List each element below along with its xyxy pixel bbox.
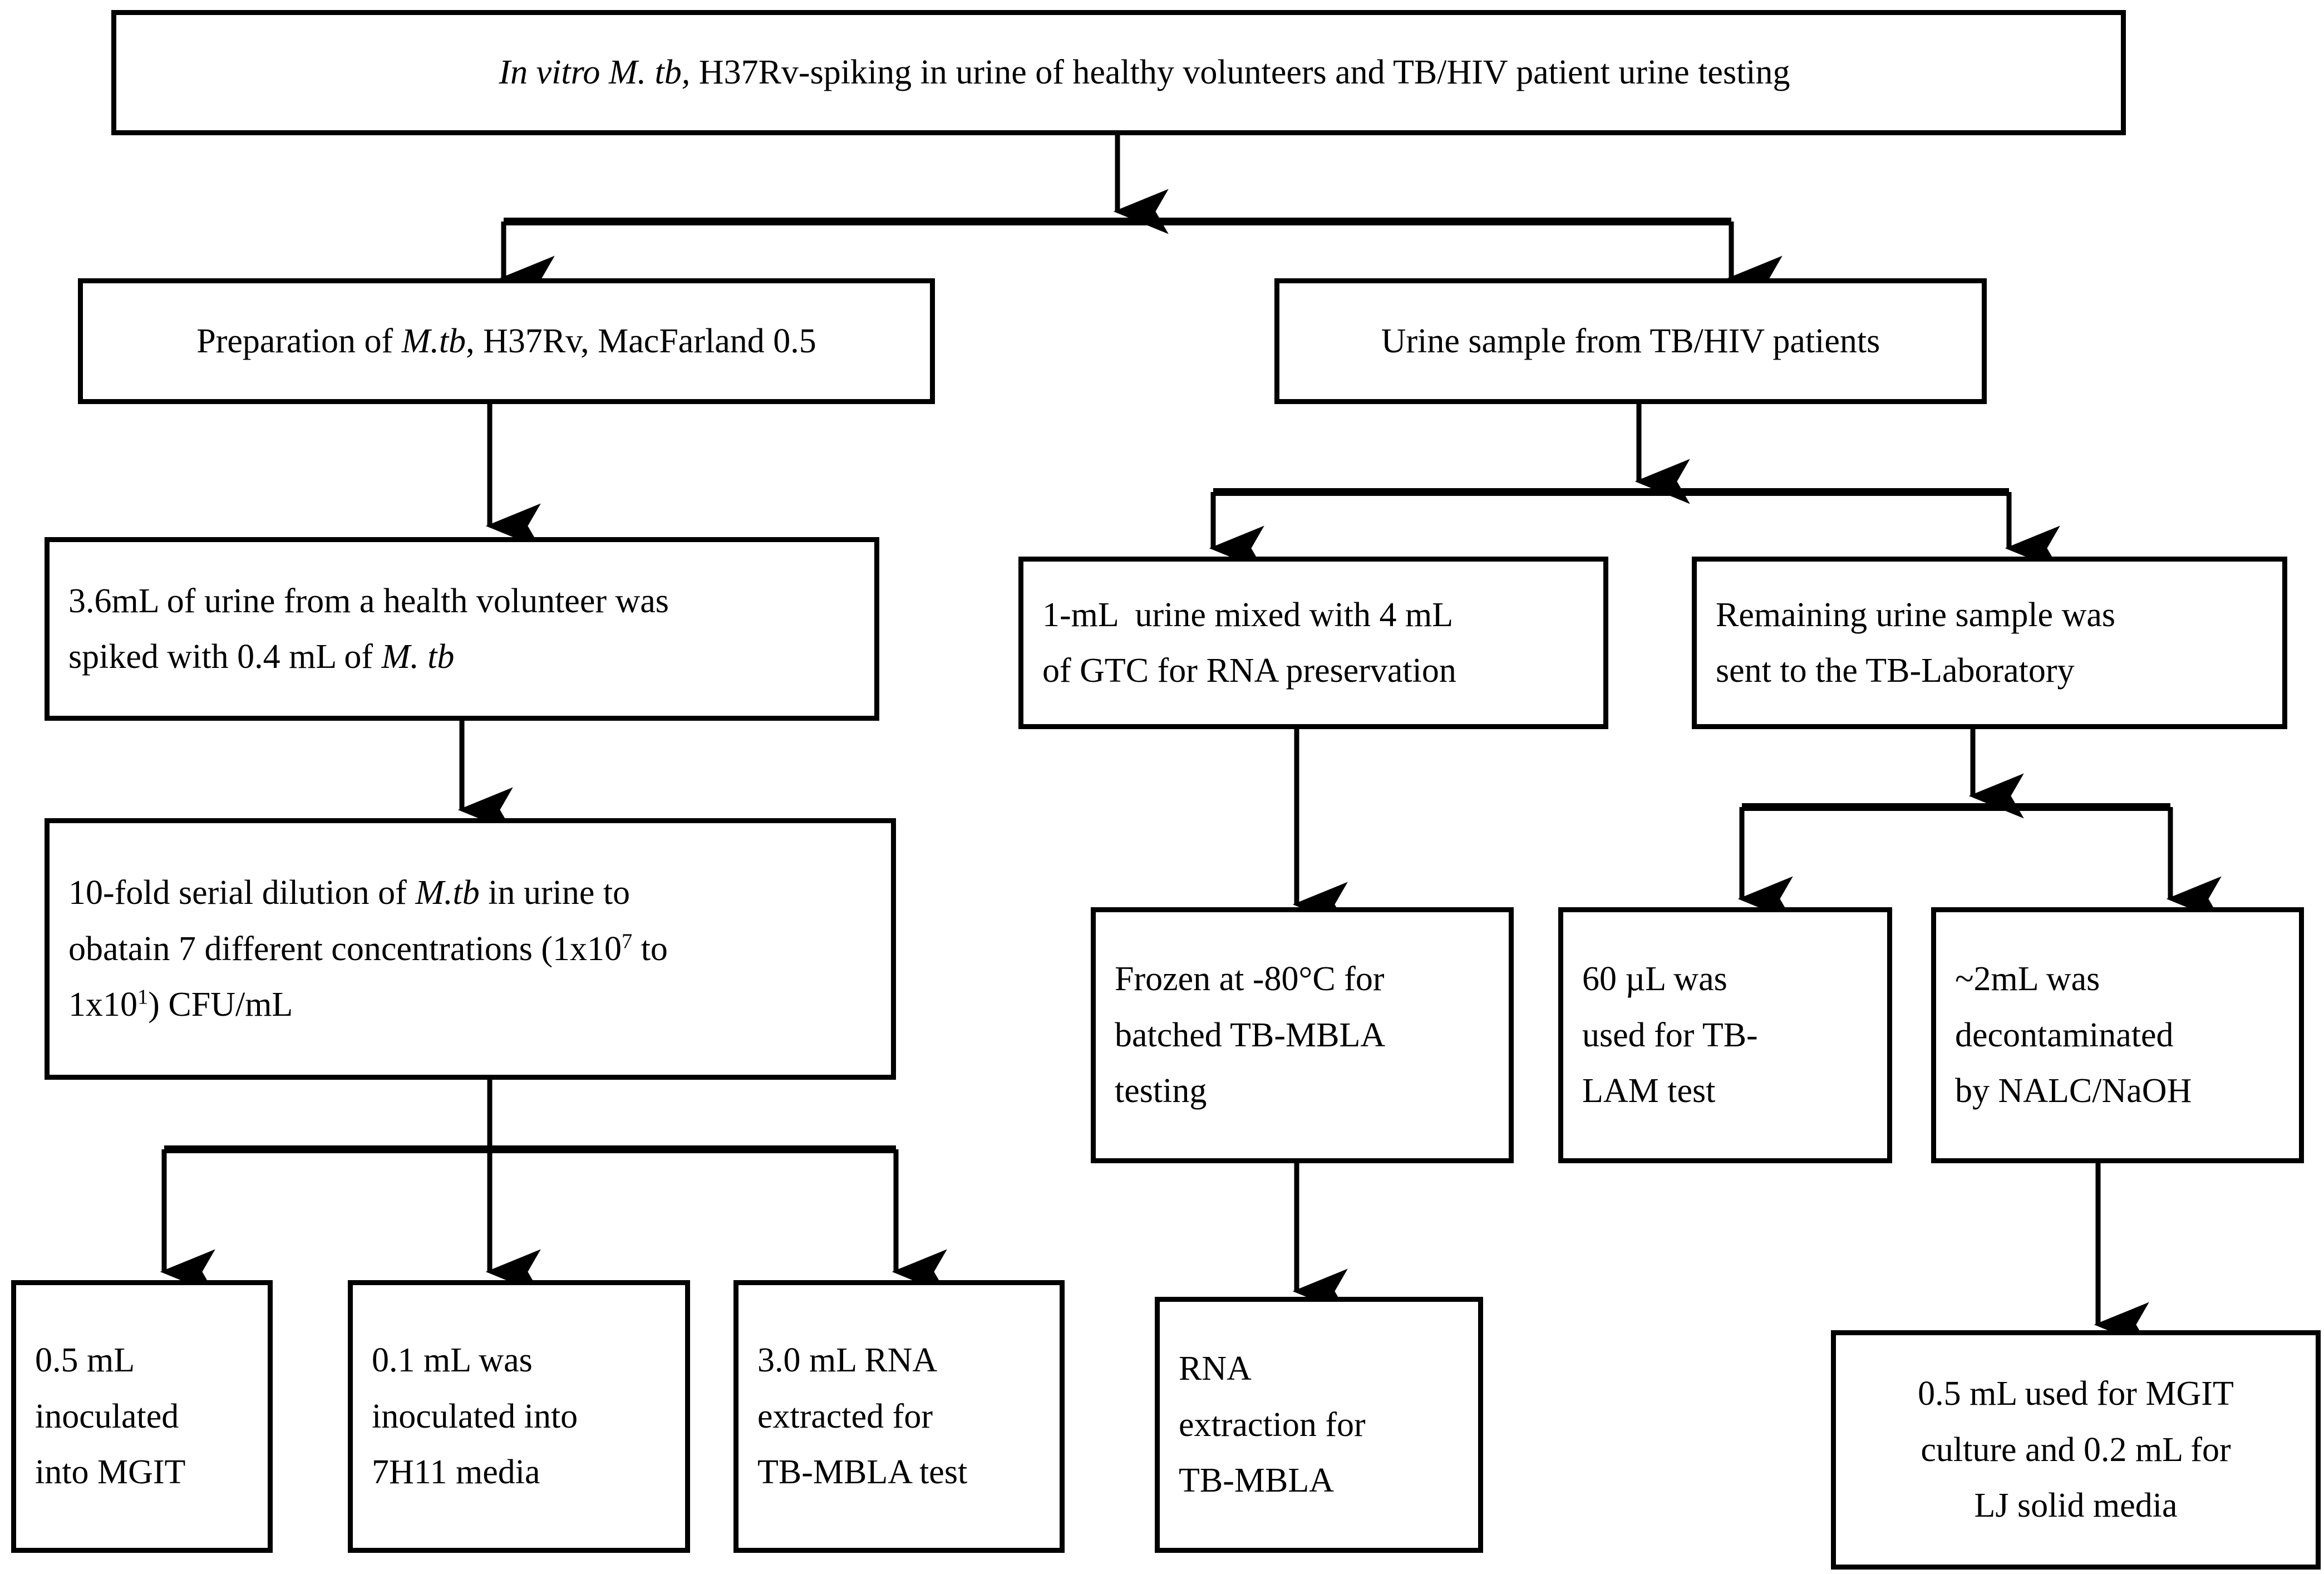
node-prep-mtb: Preparation of M.tb, H37Rv, MacFarland 0… [78,278,935,404]
node-serial-dilution-line2: obatain 7 different concentrations (1x10… [68,929,668,968]
node-remaining-urine-line1: Remaining urine sample was [1716,596,2115,634]
node-decontaminated-line3: by NALC/NaOH [1955,1072,2192,1110]
node-spiked-urine-line1: 3.6mL of urine from a health volunteer w… [68,582,669,620]
node-rna-extraction-line2: extraction for [1179,1405,1366,1444]
node-rna-30-line3: TB-MBLA test [757,1453,968,1492]
node-mgit-lj: 0.5 mL used for MGIT culture and 0.2 mL … [1831,1330,2321,1570]
node-gtc-mix-line1: 1-mL urine mixed with 4 mL [1042,596,1454,634]
node-remaining-urine: Remaining urine sample was sent to the T… [1692,557,2287,729]
node-title-text: In vitro M. tb, H37Rv-spiking in urine o… [499,53,1790,92]
node-tb-lam-line3: LAM test [1582,1072,1716,1110]
node-decontaminated-line1: ~2mL was [1955,960,2100,998]
node-mgit-lj-line2: culture and 0.2 mL for [1921,1430,2231,1469]
node-remaining-urine-line2: sent to the TB-Laboratory [1716,652,2075,690]
node-media-7h11-line2: inoculated into [372,1397,578,1435]
node-rna-extraction-line3: TB-MBLA [1179,1462,1334,1500]
node-urine-sample: Urine sample from TB/HIV patients [1274,278,1987,404]
node-tb-lam-line1: 60 µL was [1582,960,1727,998]
node-mgit-05-line3: into MGIT [35,1453,186,1492]
node-mgit-05-line1: 0.5 mL [35,1341,135,1380]
node-urine-sample-text: Urine sample from TB/HIV patients [1381,322,1880,360]
node-rna-30: 3.0 mL RNA extracted for TB-MBLA test [733,1280,1065,1553]
node-tb-lam: 60 µL was used for TB- LAM test [1558,907,1892,1163]
node-media-7h11: 0.1 mL was inoculated into 7H11 media [348,1280,690,1553]
node-mgit-lj-line1: 0.5 mL used for MGIT [1918,1375,2234,1413]
node-decontaminated-line2: decontaminated [1955,1016,2174,1054]
node-serial-dilution: 10-fold serial dilution of M.tb in urine… [45,818,896,1080]
node-serial-dilution-line1: 10-fold serial dilution of M.tb in urine… [68,874,631,912]
node-frozen-line2: batched TB-MBLA [1115,1016,1386,1054]
node-decontaminated: ~2mL was decontaminated by NALC/NaOH [1931,907,2304,1163]
node-gtc-mix-line2: of GTC for RNA preservation [1042,652,1456,690]
node-media-7h11-line3: 7H11 media [372,1453,540,1492]
node-tb-lam-line2: used for TB- [1582,1016,1758,1054]
node-mgit-05-line2: inoculated [35,1397,179,1435]
node-spiked-urine: 3.6mL of urine from a health volunteer w… [45,537,879,721]
node-mgit-lj-line3: LJ solid media [1974,1487,2178,1525]
node-gtc-mix: 1-mL urine mixed with 4 mL of GTC for RN… [1018,557,1608,729]
node-rna-extraction: RNA extraction for TB-MBLA [1155,1297,1483,1553]
node-prep-mtb-text: Preparation of M.tb, H37Rv, MacFarland 0… [196,322,816,360]
node-media-7h11-line1: 0.1 mL was [372,1341,533,1380]
node-spiked-urine-line2: spiked with 0.4 mL of M. tb [68,638,455,676]
node-frozen-line1: Frozen at -80°C for [1115,960,1385,998]
node-mgit-05: 0.5 mL inoculated into MGIT [11,1280,273,1553]
node-title-box: In vitro M. tb, H37Rv-spiking in urine o… [111,10,2126,135]
node-rna-30-line1: 3.0 mL RNA [757,1341,938,1380]
node-rna-extraction-line1: RNA [1179,1350,1252,1388]
node-rna-30-line2: extracted for [757,1397,933,1435]
node-frozen: Frozen at -80°C for batched TB-MBLA test… [1091,907,1514,1163]
node-serial-dilution-line3: 1x101) CFU/mL [68,985,293,1024]
node-frozen-line3: testing [1115,1072,1207,1110]
